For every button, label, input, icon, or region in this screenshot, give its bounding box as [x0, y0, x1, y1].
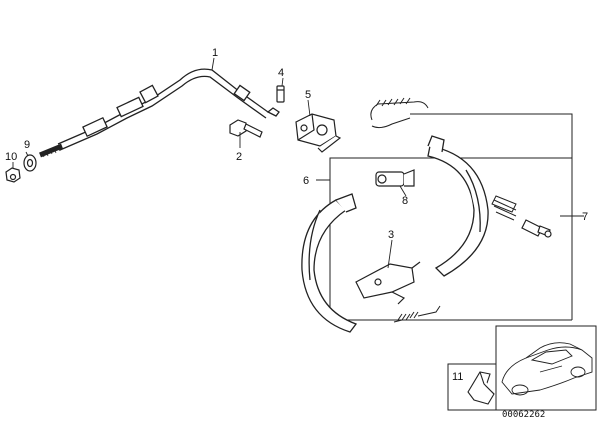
right-brake-shoe: [427, 135, 489, 277]
brake-cable: [39, 68, 280, 158]
label-part-3: 3: [388, 229, 394, 241]
label-part-6: 6: [303, 175, 309, 187]
washer-part-9: [23, 154, 37, 172]
part-labels: 1 2 3 4 5 6 7 8 9 10: [5, 47, 588, 241]
label-part-7: 7: [582, 211, 588, 223]
bracket-part-5: [295, 113, 342, 153]
leader-lines: [12, 57, 407, 269]
pin-part-4: [276, 85, 285, 103]
screw-part-2: [229, 119, 263, 138]
label-part-5: 5: [305, 89, 311, 101]
upper-return-spring: [370, 97, 429, 129]
label-part-8: 8: [402, 195, 408, 207]
inset-panel: 11 00062262: [447, 325, 597, 420]
clip-part-11: [467, 371, 495, 405]
lower-spring: [393, 305, 441, 323]
adjuster-part-8: [375, 169, 415, 187]
hold-down-pin: [521, 219, 552, 238]
group-bracket-lines: [316, 113, 584, 321]
label-part-4: 4: [278, 67, 284, 79]
label-part-10: 10: [5, 151, 17, 163]
left-brake-shoe: [301, 193, 358, 333]
label-part-1: 1: [212, 47, 218, 59]
expander-lever-part-3: [355, 261, 421, 305]
label-part-9: 9: [24, 139, 30, 151]
label-part-11: 11: [452, 371, 463, 383]
vehicle-outline: [501, 342, 593, 396]
document-number: 00062262: [502, 410, 545, 420]
label-part-2: 2: [236, 151, 242, 163]
side-spring: [491, 195, 517, 221]
nut-part-10: [5, 167, 21, 183]
vehicle-inset-box: [495, 325, 597, 411]
